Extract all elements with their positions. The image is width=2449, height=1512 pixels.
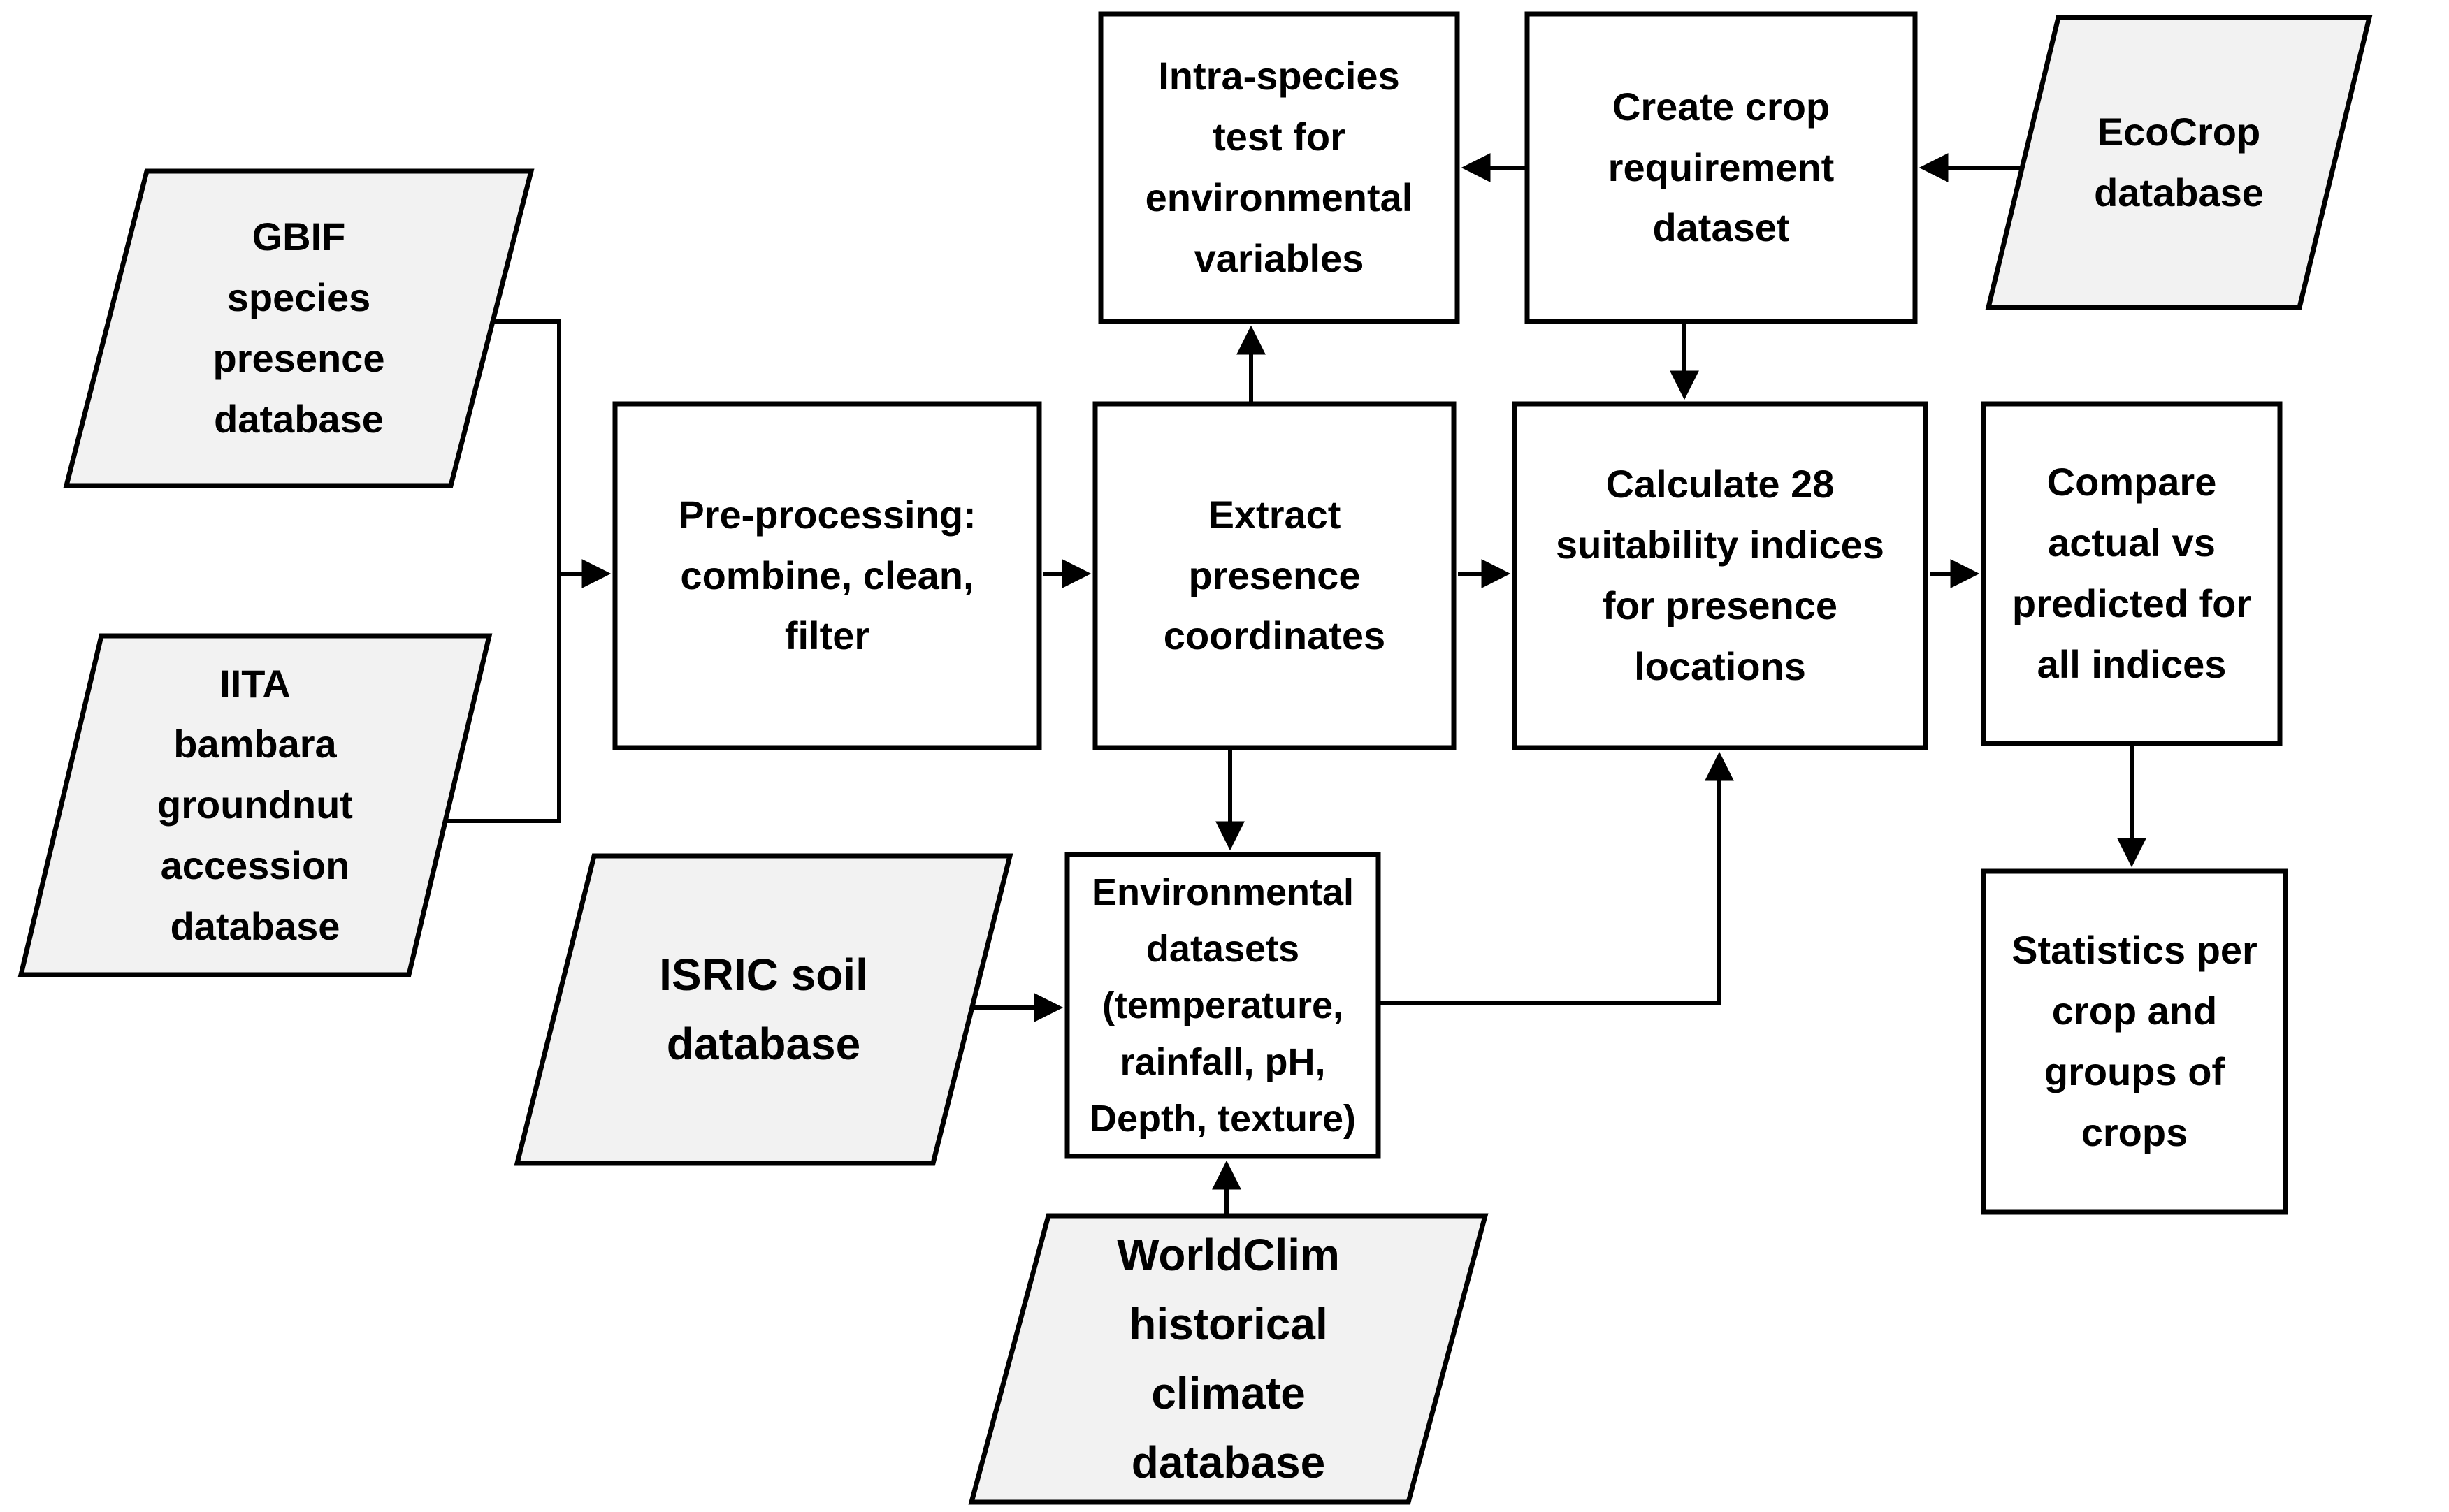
compare-indices-shape [1981,401,2283,746]
isric-database-shape [514,853,1013,1166]
statistics-shape [1981,868,2288,1215]
gbif-database-shape [63,168,535,488]
arrow-environmental-to-calculate [1378,751,1734,1005]
iita-database-shape [17,633,493,977]
intra-species-test-shape [1098,11,1460,324]
ecocrop-database-shape [1985,15,2373,310]
extract-coordinates-shape [1092,401,1457,750]
connector-gbif-iita-bracket [445,319,561,823]
worldclim-database-shape [968,1213,1489,1505]
calculate-indices-shape [1512,401,1928,750]
preprocessing-shape [612,401,1042,750]
environmental-datasets-shape [1064,852,1381,1159]
create-crop-requirement-shape [1524,11,1918,324]
